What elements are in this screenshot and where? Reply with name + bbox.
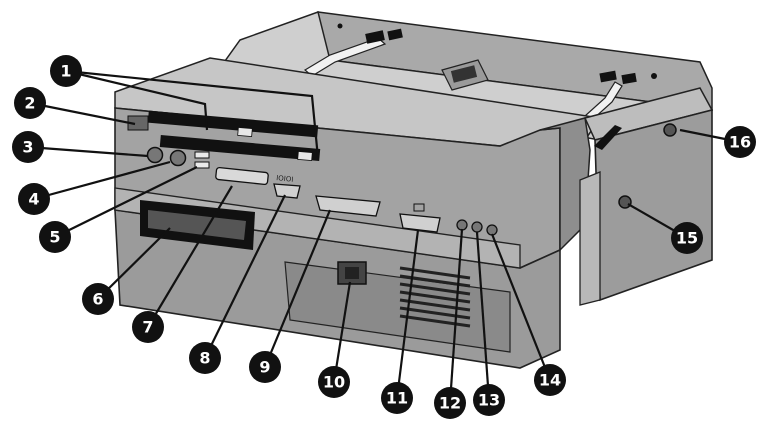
microphone-jack bbox=[471, 221, 483, 233]
vga-port bbox=[399, 213, 441, 233]
leader-1a bbox=[65, 69, 209, 131]
leader-3 bbox=[27, 145, 149, 158]
callout-7-label: 7 bbox=[142, 318, 153, 337]
top-center-emblem bbox=[450, 65, 478, 83]
pc-card-eject-lower bbox=[297, 150, 313, 162]
callout-2: 2 bbox=[14, 87, 46, 119]
callout-9-label: 9 bbox=[259, 358, 270, 377]
top-screw-2 bbox=[651, 73, 657, 79]
callout-3: 3 bbox=[12, 131, 44, 163]
callout-14: 14 bbox=[534, 364, 566, 396]
callout-2-label: 2 bbox=[24, 94, 35, 113]
vent-grille bbox=[399, 266, 471, 328]
callout-4-label: 4 bbox=[28, 190, 39, 209]
side-release-latch bbox=[594, 125, 622, 150]
callout-10: 10 bbox=[318, 366, 350, 398]
line-in-jack bbox=[486, 224, 498, 236]
vent-slot bbox=[399, 266, 471, 328]
callout-3-label: 3 bbox=[22, 138, 33, 157]
callout-13-label: 13 bbox=[478, 391, 500, 410]
usb-port-upper bbox=[194, 151, 210, 159]
top-latch-pad-left bbox=[365, 30, 385, 44]
security-slot-upper-icon bbox=[663, 123, 677, 137]
usb-port-lower bbox=[194, 161, 210, 169]
pc-card-slot-upper bbox=[147, 110, 319, 138]
callout-14-label: 14 bbox=[539, 371, 561, 390]
leader-7 bbox=[147, 185, 233, 328]
callout-6: 6 bbox=[82, 283, 114, 315]
top-latch-pad-right-2 bbox=[621, 72, 637, 85]
callout-13: 13 bbox=[473, 384, 505, 416]
top-screw-3 bbox=[337, 23, 343, 29]
ac-power-inlet-socket bbox=[345, 267, 359, 279]
leader-12 bbox=[448, 228, 464, 404]
callout-16-label: 16 bbox=[729, 133, 751, 152]
callout-11-label: 11 bbox=[386, 389, 408, 408]
leader-14 bbox=[490, 233, 552, 381]
callout-8-label: 8 bbox=[199, 349, 210, 368]
callout-5-label: 5 bbox=[49, 228, 60, 247]
docking-station-illustration: IOIOI bbox=[114, 11, 714, 369]
serial-port bbox=[273, 183, 301, 199]
callouts: 1 2 3 4 5 6 7 8 9 10 11 12 13 14 15 16 bbox=[12, 55, 756, 419]
leader-13 bbox=[475, 231, 491, 401]
leader-6 bbox=[97, 227, 171, 300]
pc-card-slot-lower bbox=[159, 135, 321, 161]
callout-8: 8 bbox=[189, 342, 221, 374]
side-module-face bbox=[579, 171, 601, 306]
callout-16: 16 bbox=[724, 126, 756, 158]
side-module-front bbox=[594, 108, 713, 302]
leader-11 bbox=[395, 229, 420, 399]
callout-4: 4 bbox=[18, 183, 50, 215]
top-latch-pad-left-2 bbox=[387, 28, 403, 41]
leader-5 bbox=[54, 166, 198, 238]
leader-10 bbox=[332, 281, 352, 383]
security-slot-lower-icon bbox=[618, 195, 632, 209]
expansion-bay-inner bbox=[148, 210, 246, 240]
callout-10-label: 10 bbox=[323, 373, 345, 392]
serial-port-label: IOIOI bbox=[276, 174, 294, 184]
callout-15: 15 bbox=[671, 222, 703, 254]
leader-4 bbox=[33, 160, 171, 201]
ps2-keyboard-port bbox=[169, 149, 187, 167]
ps2-mouse-port bbox=[146, 146, 164, 164]
callout-9: 9 bbox=[249, 351, 281, 383]
callout-11: 11 bbox=[381, 382, 413, 414]
leader-lines bbox=[27, 69, 741, 404]
pc-card-eject-upper bbox=[237, 126, 253, 138]
parallel-port bbox=[315, 195, 381, 217]
callout-12: 12 bbox=[434, 387, 466, 419]
callout-12-label: 12 bbox=[439, 394, 461, 413]
scsi-connector bbox=[215, 166, 269, 186]
callout-1: 1 bbox=[50, 55, 82, 87]
vga-monitor-glyph bbox=[413, 203, 425, 212]
callout-5: 5 bbox=[39, 221, 71, 253]
leader-1b bbox=[65, 69, 320, 159]
leader-9 bbox=[263, 209, 332, 368]
callout-6-label: 6 bbox=[92, 290, 103, 309]
leader-2 bbox=[29, 101, 136, 126]
callout-1-label: 1 bbox=[60, 62, 71, 81]
leader-8 bbox=[204, 194, 286, 359]
callout-7: 7 bbox=[132, 311, 164, 343]
callout-15-label: 15 bbox=[676, 229, 698, 248]
top-latch-pad-right bbox=[599, 70, 617, 83]
headphone-jack bbox=[456, 219, 468, 231]
